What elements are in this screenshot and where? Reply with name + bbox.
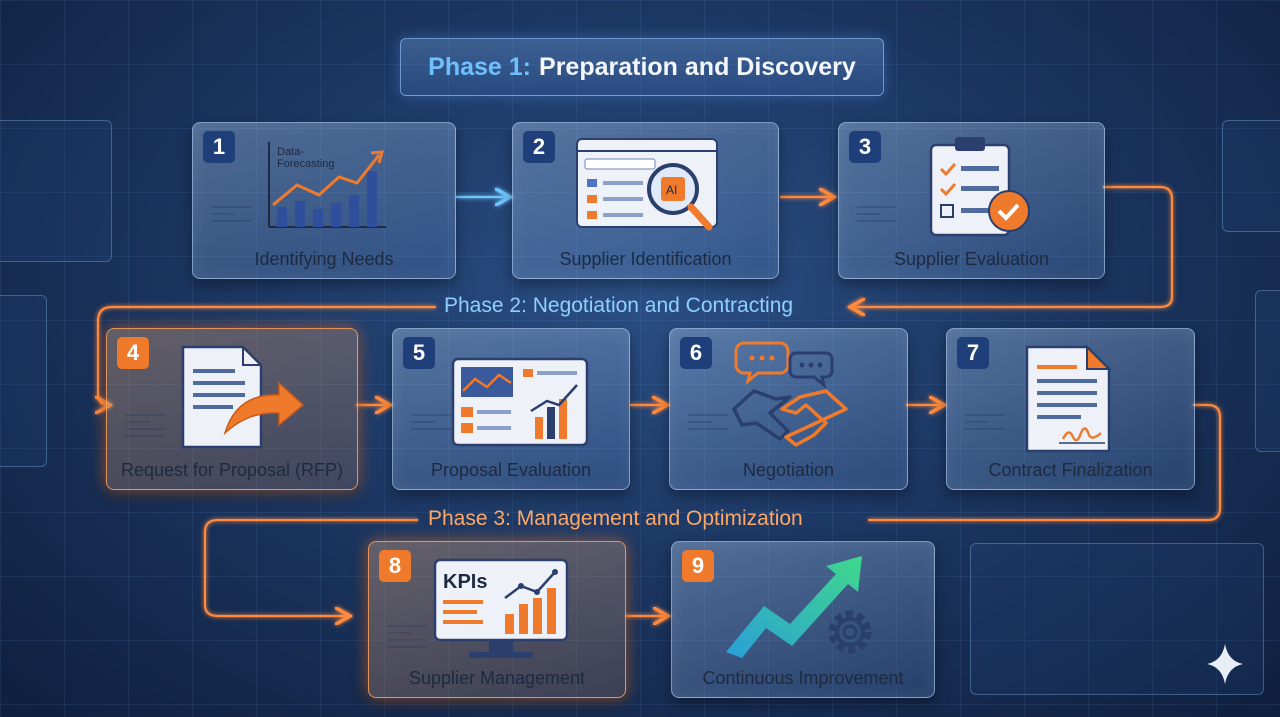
step-number-8: 8 — [379, 550, 411, 582]
step-label-1: Identifying Needs — [254, 249, 394, 269]
step-number-6: 6 — [680, 337, 712, 369]
step-label-2: Supplier Identification — [559, 249, 732, 269]
step-label-7: Contract Finalization — [988, 460, 1153, 480]
icon-text-line-1: Data- — [277, 146, 304, 158]
card-decoration — [211, 201, 251, 227]
arrow-3-phase2 — [852, 185, 1174, 307]
growth-arrow-gear-icon — [726, 556, 872, 658]
step-label-9: Continuous Improvement — [702, 668, 904, 688]
phase-3-label: Phase 3: Management and Optimization — [428, 507, 803, 530]
right-side-panel-2 — [1255, 290, 1280, 452]
left-side-panel — [0, 120, 112, 262]
step-number-2: 2 — [523, 131, 555, 163]
step-label-8: Supplier Management — [408, 668, 586, 688]
icon-text-line-2: Forecasting — [277, 158, 334, 170]
step-card-3[interactable]: 3 Supplier Evaluation — [838, 122, 1105, 279]
rfp-document-send-icon — [181, 345, 305, 449]
step-card-7[interactable]: 7 Contract Finalization — [946, 328, 1195, 490]
card-decoration — [411, 409, 451, 435]
card-decoration — [125, 409, 165, 442]
step-card-8[interactable]: 8 KPIs Supplier Management — [368, 541, 626, 698]
gear-icon — [828, 610, 872, 654]
step-card-2[interactable]: 2 AI Supplier Identification — [512, 122, 779, 279]
contract-signature-icon — [1025, 344, 1112, 453]
kpi-text: KPIs — [443, 571, 487, 593]
card-decoration — [688, 409, 728, 435]
data-forecasting-chart-icon: Data- Forecasting — [268, 142, 386, 228]
step-label-4: Request for Proposal (RFP) — [120, 460, 344, 480]
bottom-right-panel — [970, 543, 1264, 695]
phase-1-prefix: Phase 1: — [428, 52, 532, 81]
arrow-7-phase3 — [868, 403, 1222, 522]
right-side-panel — [1222, 120, 1280, 232]
arrow-phase3-8 — [203, 518, 418, 616]
step-label-3: Supplier Evaluation — [893, 249, 1050, 269]
card-decoration — [965, 409, 1005, 435]
card-decoration — [387, 620, 427, 653]
sparkle-icon — [1207, 644, 1243, 684]
handshake-negotiation-icon — [732, 341, 848, 447]
supplier-search-ai-icon: AI — [576, 138, 718, 231]
phase-1-name: Preparation and Discovery — [539, 52, 856, 81]
step-number-7: 7 — [957, 337, 989, 369]
ai-chip-text: AI — [666, 183, 677, 197]
step-number-9: 9 — [682, 550, 714, 582]
step-number-4: 4 — [117, 337, 149, 369]
phase-2-label: Phase 2: Negotiation and Contracting — [444, 294, 794, 317]
step-card-4[interactable]: 4 Request for Proposal (RFP) — [106, 328, 358, 490]
card-decoration — [857, 201, 897, 227]
left-side-panel-2 — [0, 295, 47, 467]
kpi-monitor-icon: KPIs — [433, 558, 569, 658]
step-label-5: Proposal Evaluation — [430, 460, 592, 480]
step-card-9[interactable]: 9 Continuous Improvement — [671, 541, 935, 698]
evaluation-clipboard-icon — [929, 137, 1030, 237]
arrow-phase2-4 — [98, 305, 436, 405]
step-card-1[interactable]: 1 Data- Forecasting Identifying Needs — [192, 122, 456, 279]
step-label-6: Negotiation — [742, 460, 835, 480]
step-number-3: 3 — [849, 131, 881, 163]
step-number-5: 5 — [403, 337, 435, 369]
step-number-1: 1 — [203, 131, 235, 163]
step-card-5[interactable]: 5 Proposal Evaluation — [392, 328, 630, 490]
phase-1-title: Phase 1: Preparation and Discovery — [400, 38, 884, 96]
step-card-6[interactable]: 6 Negotiation — [669, 328, 908, 490]
proposal-evaluation-dashboard-icon — [451, 357, 589, 447]
